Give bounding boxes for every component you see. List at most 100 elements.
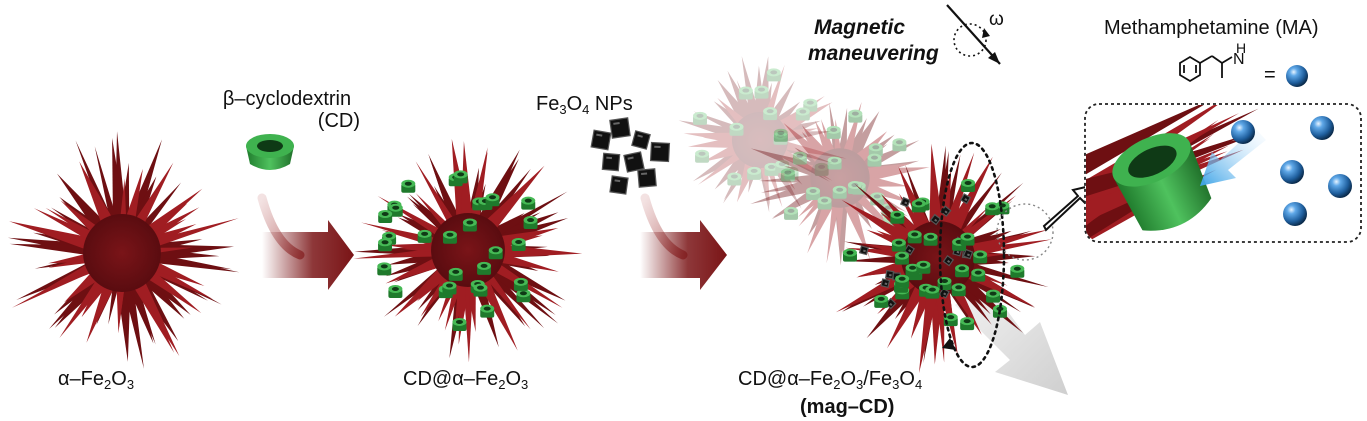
cyclodextrin-label: β–cyclodextrin (CD) xyxy=(222,88,360,132)
cd-bead xyxy=(916,260,931,274)
cd-bead xyxy=(892,138,907,152)
cd-bead xyxy=(986,289,1001,303)
magnetic-rotation-icon xyxy=(946,4,1001,65)
zoom-spike xyxy=(1086,105,1219,175)
cd-bead xyxy=(911,199,926,213)
cd-bead xyxy=(985,202,1000,216)
cd-bead xyxy=(803,98,818,112)
cd-bead xyxy=(951,283,966,297)
cd-hematite-label: CD@α–Fe2O3 xyxy=(403,368,529,392)
amine-n-label: N xyxy=(1233,51,1245,68)
cd-bead xyxy=(401,179,416,193)
cd-bead xyxy=(973,250,988,264)
cd-bead xyxy=(870,192,885,206)
cd-bead xyxy=(521,196,536,210)
cd-bead xyxy=(523,216,538,230)
cd-bead xyxy=(511,237,526,251)
cd-bead xyxy=(773,131,788,145)
fe3o4-nanoparticles xyxy=(590,117,671,195)
equals-label: = xyxy=(1264,64,1276,86)
amine-h-label: H xyxy=(1236,40,1247,56)
cd-bead xyxy=(388,284,403,298)
cd-bead xyxy=(923,232,938,246)
cd-bead xyxy=(442,281,457,295)
omega-label: ω xyxy=(989,9,1004,30)
cd-bead xyxy=(763,107,778,121)
cd-bead xyxy=(890,210,905,224)
reaction-arrow xyxy=(257,193,354,290)
cd-bead xyxy=(784,166,799,180)
cd-bead xyxy=(480,304,495,318)
cd-bead xyxy=(817,196,832,210)
cd-bead xyxy=(388,203,403,217)
cd-bead xyxy=(452,317,467,331)
cd-bead xyxy=(848,109,863,123)
fe3o4-label: Fe3O4 NPs xyxy=(536,93,633,117)
cd-bead xyxy=(960,232,975,246)
cd-bead xyxy=(780,168,795,182)
cd-bead xyxy=(826,125,841,139)
cd-bead xyxy=(891,238,906,252)
cd-bead xyxy=(462,218,477,232)
cd-bead xyxy=(960,317,975,331)
cd-bead xyxy=(488,246,503,260)
fe3o4-cube xyxy=(601,152,621,172)
fe3o4-cube xyxy=(649,141,671,163)
mag-cd-label: (mag–CD) xyxy=(800,396,895,418)
cd-bead xyxy=(867,153,882,167)
cd-bead xyxy=(417,229,432,243)
hematite-urchin xyxy=(7,131,240,369)
cd-bead xyxy=(971,268,986,282)
cd-bead xyxy=(747,166,762,180)
methamphetamine-structure xyxy=(1179,55,1233,83)
cd-bead xyxy=(806,186,821,200)
cd-ring-zoom xyxy=(1112,133,1212,231)
cd-bead xyxy=(754,85,769,99)
cd-bead xyxy=(378,238,393,252)
cd-bead xyxy=(851,181,866,195)
cd-bead xyxy=(874,294,889,308)
ma-sphere xyxy=(1231,120,1255,144)
cd-bead xyxy=(695,149,710,163)
cd-bead xyxy=(955,264,970,278)
cd-bead xyxy=(442,230,457,244)
cd-bead xyxy=(453,170,468,184)
urchin-core xyxy=(83,214,161,292)
magnified-view xyxy=(1084,103,1362,243)
movement-arrow xyxy=(955,280,1068,395)
cd-bead xyxy=(764,162,779,176)
zoom-spike xyxy=(1086,135,1254,201)
cd-bead xyxy=(1010,264,1025,278)
cd-bead xyxy=(738,86,753,100)
cd-bead xyxy=(832,185,847,199)
cd-ring-icon xyxy=(246,134,294,170)
ghost-urchin xyxy=(678,56,847,213)
cd-bead xyxy=(784,206,799,220)
cd-bead xyxy=(894,251,909,265)
fe3o4-cube xyxy=(623,151,645,173)
cd-bead xyxy=(795,107,810,121)
ma-sphere xyxy=(1310,116,1334,140)
cd-bead xyxy=(693,111,708,125)
fe3o4-cube xyxy=(590,129,612,151)
urchin-core xyxy=(810,148,870,208)
methamphetamine-label: Methamphetamine (MA) xyxy=(1104,17,1319,39)
cd-bead xyxy=(377,262,392,276)
cd-bead xyxy=(729,122,744,136)
hematite-label: α–Fe2O3 xyxy=(58,368,135,392)
fe3o4-cube xyxy=(631,130,651,150)
fe3o4-cube xyxy=(609,117,631,139)
ma-sphere xyxy=(1280,160,1304,184)
cd-bead xyxy=(775,160,790,174)
cd-hematite-urchin xyxy=(353,138,583,363)
cd-bead xyxy=(925,285,940,299)
cd-bead xyxy=(727,172,742,186)
cd-bead xyxy=(792,151,807,165)
cd-bead xyxy=(378,209,393,223)
cd-bead xyxy=(827,156,842,170)
cd-bead xyxy=(766,68,781,82)
rotation-arrow xyxy=(938,141,1006,369)
urchin-core xyxy=(731,111,789,169)
